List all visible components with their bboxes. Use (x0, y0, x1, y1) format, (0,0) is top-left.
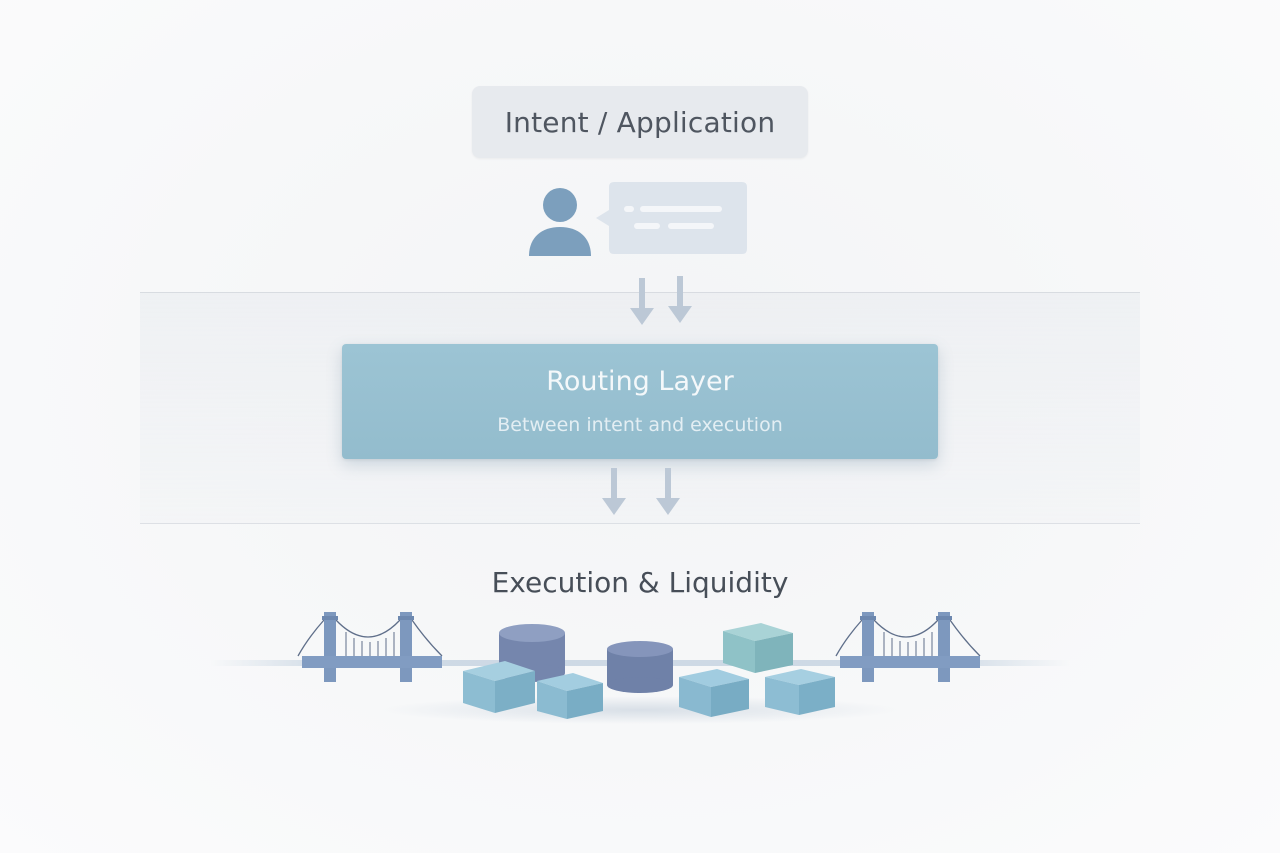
bridge-icon-right (835, 612, 981, 682)
chat-bubble-icon (596, 182, 747, 254)
intent-application-label: Intent / Application (504, 105, 776, 139)
routing-layer-box: Routing Layer Between intent and executi… (342, 344, 938, 459)
cube-icon (537, 673, 603, 719)
bridge-icon-left (297, 612, 443, 682)
intent-application-box: Intent / Application (472, 86, 808, 158)
routing-layer-title: Routing Layer (546, 366, 734, 397)
arrow-down-icon (630, 278, 654, 325)
arrow-down-icon (602, 468, 626, 515)
arrows-routing-to-execution (602, 468, 680, 515)
cube-icon (723, 623, 793, 673)
cube-icon (463, 661, 535, 713)
cube-icon (679, 669, 749, 717)
liquidity-cluster (463, 623, 835, 719)
bridge-icon (297, 612, 443, 682)
cylinder-icon (607, 641, 673, 693)
bridge-icon (835, 612, 981, 682)
arrow-down-icon (656, 468, 680, 515)
cube-icon (765, 669, 835, 715)
user-icon (529, 188, 591, 256)
arrows-intent-to-routing (630, 276, 692, 325)
execution-liquidity-title: Execution & Liquidity (491, 566, 789, 599)
routing-layer-subtitle: Between intent and execution (497, 414, 783, 436)
arrow-down-icon (668, 276, 692, 323)
